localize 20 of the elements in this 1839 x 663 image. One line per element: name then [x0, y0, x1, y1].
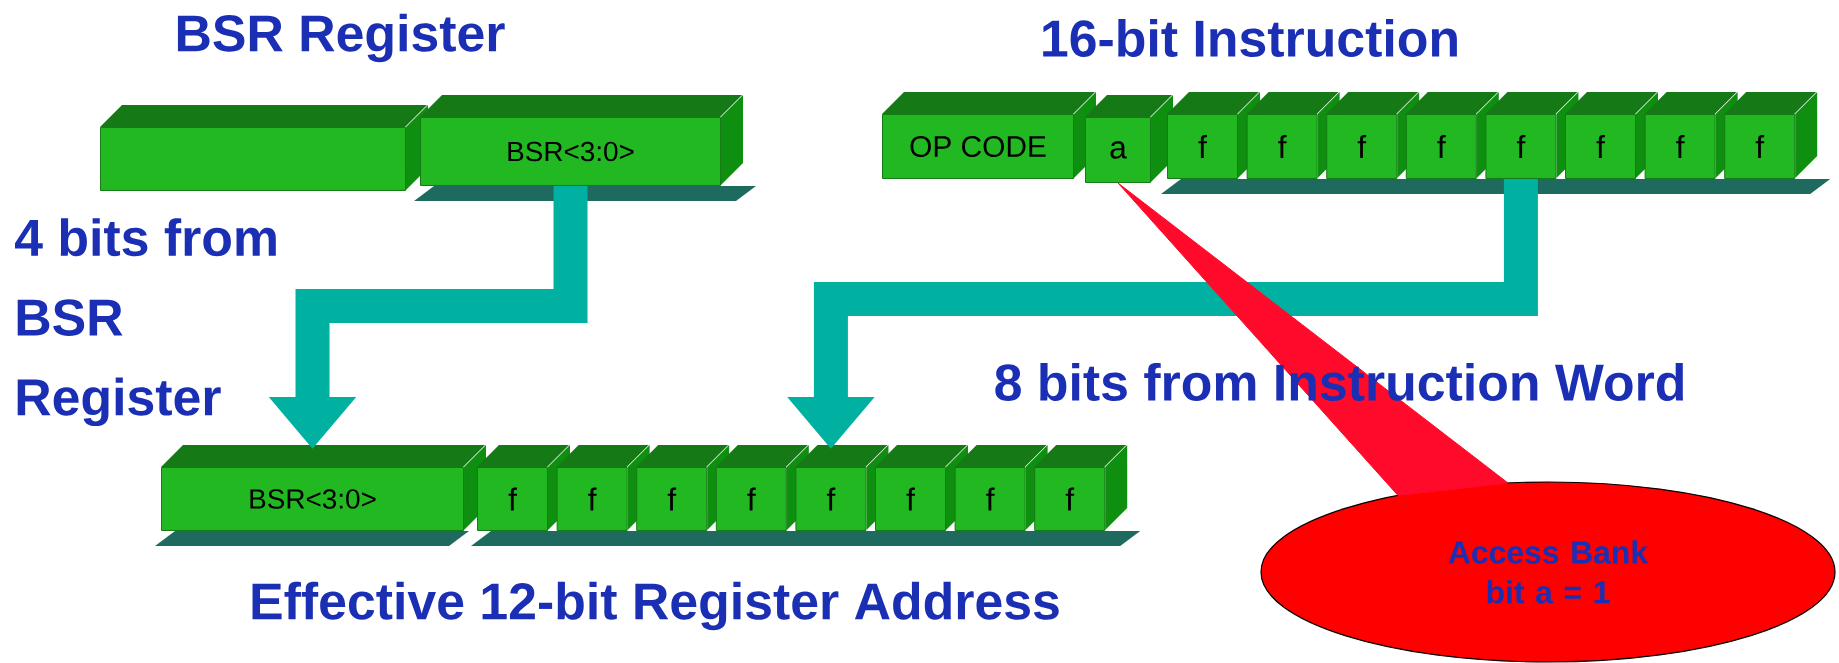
bit-box: f	[1034, 445, 1128, 531]
title: 16-bit Instruction	[1043, 18, 1457, 57]
base-slab	[155, 531, 469, 546]
bit-box: f	[1246, 92, 1340, 179]
bit-box: f	[556, 445, 650, 531]
field-box: BSR<3:0>	[161, 445, 486, 531]
callout-bubble: Access Bank bit a = 1	[1260, 481, 1836, 663]
field-box: BSR<3:0>	[420, 95, 743, 186]
annotation: 4 bits from BSR Register	[15, 218, 276, 427]
base-slab	[471, 531, 1141, 546]
base-slab	[1161, 179, 1831, 194]
field-box: OP CODE	[882, 92, 1096, 179]
register-box	[100, 105, 428, 191]
bit-box: f	[1644, 92, 1738, 179]
bit-box: f	[954, 445, 1048, 531]
callout-pointer	[1117, 182, 1509, 496]
title: BSR Register	[177, 13, 505, 63]
bit-box: a	[1085, 95, 1173, 183]
caption: Effective 12-bit Register Address	[252, 581, 1059, 631]
bit-box: f	[1724, 92, 1818, 179]
